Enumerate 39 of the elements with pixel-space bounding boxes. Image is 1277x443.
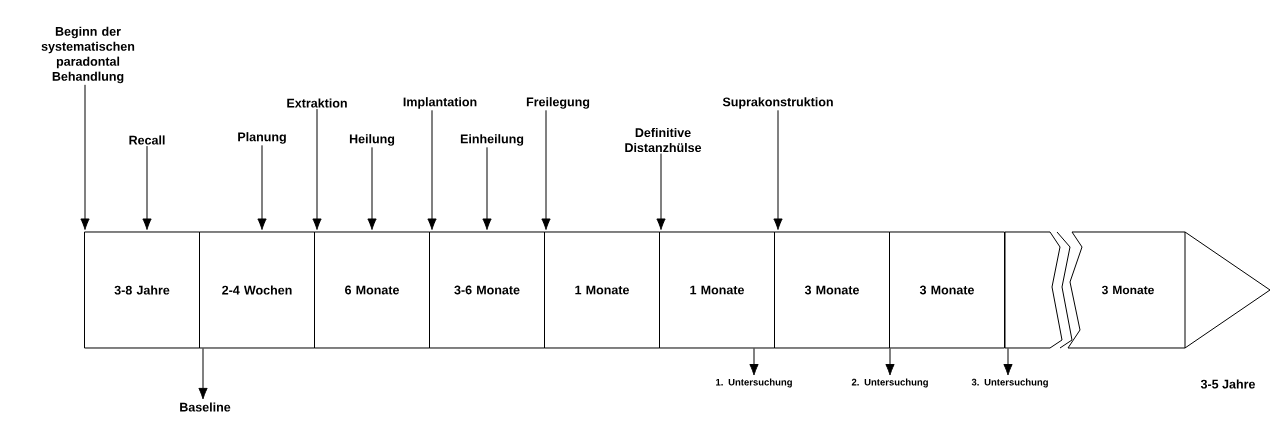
duration-label: 3-5 Jahre [1200,379,1255,389]
arrow [80,84,90,230]
period-box: 3 Monate [774,231,890,349]
arrow [1003,348,1013,376]
event-label: Einheilung [460,134,524,146]
exam-label: 1. Untersuchung [716,378,792,388]
arrow [749,348,759,376]
event-label: Recall [129,135,165,145]
period-box: 1 Monate [544,231,660,349]
period-box: 6 Monate [314,231,430,349]
arrow [367,146,377,230]
period-box: 3-6 Monate [429,231,545,349]
period-box: 3-8 Jahre [84,231,200,349]
exam-label: 3. Untersuchung [971,378,1048,388]
exam-label: Baseline [180,402,231,412]
event-label: Beginn der systematischen paradontal Behandlung [41,26,135,84]
event-label: Implantation [403,97,477,109]
arrow [198,348,208,400]
event-label: Heilung [349,134,395,146]
period-box: 3 Monate [889,231,1005,349]
arrow [656,153,666,230]
period-box [1004,231,1063,349]
arrow [482,146,492,230]
event-label: Suprakonstruktion [722,97,833,109]
arrow [541,109,551,230]
arrow [312,108,322,230]
arrow [142,145,152,230]
timeline-arrow-head: 3 Monate [1067,231,1271,349]
event-label: Planung [238,132,286,144]
period-box: 2-4 Wochen [199,231,315,349]
event-label: Extraktion [287,98,347,108]
arrow [885,348,895,376]
event-label: Definitive Distanzhülse [625,127,702,153]
event-label: Freilegung [526,97,590,109]
exam-label: 2. Untersuchung [851,378,928,388]
arrow [257,144,267,230]
arrow [427,109,437,230]
period-box: 1 Monate [659,231,775,349]
arrow [773,109,783,230]
